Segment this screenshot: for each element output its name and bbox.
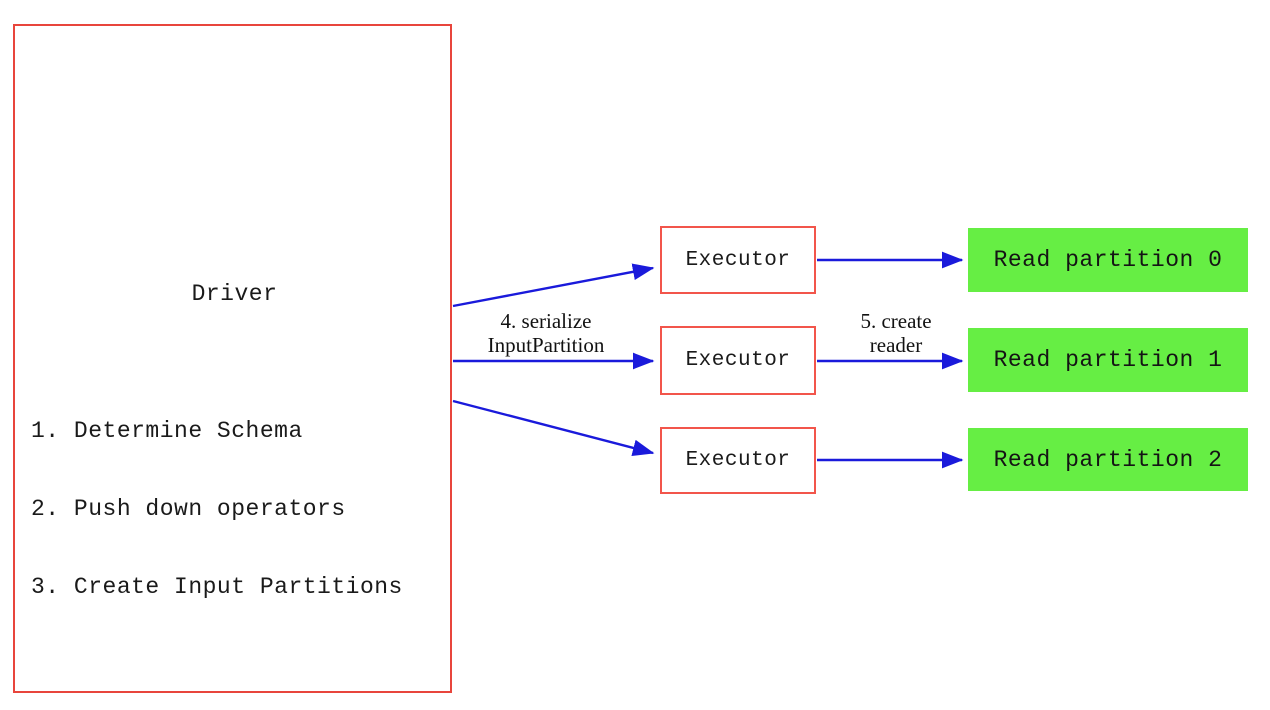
arrow-driver-to-executor-0 [452, 263, 655, 308]
driver-step-1: 1. Determine Schema [31, 418, 303, 444]
driver-box: Driver 1. Determine Schema 2. Push down … [13, 24, 452, 693]
driver-title: Driver [191, 281, 278, 307]
driver-step-2: 2. Push down operators [31, 496, 346, 522]
read-partition-box-2: Read partition 2 [968, 428, 1248, 491]
driver-step-3: 3. Create Input Partitions [31, 574, 403, 600]
arrow-driver-to-executor-2 [452, 399, 655, 457]
executor-box-1: Executor [660, 326, 816, 395]
executor-box-0: Executor [660, 226, 816, 294]
edge-label-create-reader: 5. create reader [860, 309, 932, 357]
driver-steps-list: 1. Determine Schema 2. Push down operato… [31, 366, 403, 652]
read-partition-box-0: Read partition 0 [968, 228, 1248, 292]
edge-label-serialize-input-partition: 4. serialize InputPartition [487, 309, 605, 357]
executor-box-2: Executor [660, 427, 816, 494]
read-partition-box-1: Read partition 1 [968, 328, 1248, 392]
